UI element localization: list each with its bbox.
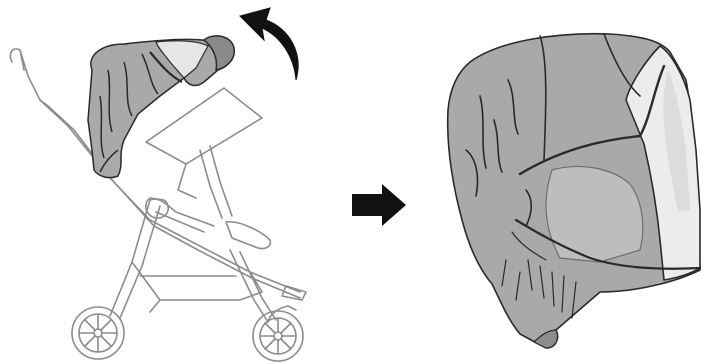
stroller-handlebar	[9, 48, 49, 107]
stroller-hinge	[145, 197, 170, 219]
rain-cover-window	[625, 45, 701, 281]
rain-cover-partial	[87, 35, 235, 179]
right-arrow-icon	[352, 184, 406, 226]
stroller-illustration	[9, 48, 307, 362]
front-wheel	[252, 310, 304, 362]
stroller-push-frame	[39, 99, 301, 293]
rain-cover-fitted-illustration	[446, 32, 702, 349]
stroller-armrest	[225, 221, 272, 250]
stroller-footrest	[281, 285, 307, 301]
stroller-front-leg	[229, 249, 269, 323]
rain-cover-hem	[514, 218, 702, 270]
curved-arrow-icon	[239, 7, 299, 81]
rear-wheel	[71, 306, 125, 360]
stroller-basket	[131, 261, 263, 313]
stroller-seat	[145, 87, 263, 165]
